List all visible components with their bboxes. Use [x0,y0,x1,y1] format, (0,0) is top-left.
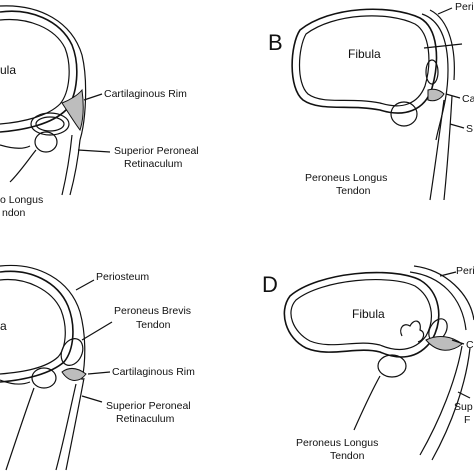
panel-a-cartilaginous-rim [61,88,84,132]
panel-c-brevis-tendon [60,338,84,366]
panel-a-brevis-tendon [30,112,70,136]
panel-b-fibula-inner [298,15,430,107]
panel-b-periosteum-label: Perio [455,1,474,13]
panel-b-leader-ca [445,93,461,99]
panel-d-retinaculum-2 [431,347,471,461]
panel-d-longus-label-1: Peroneus Longus [296,437,378,449]
panel-b-leader-periosteum [437,7,453,15]
panel-d-leader-sup [457,391,471,399]
panel-a-leader-rim [83,93,103,101]
panel-d-periosteum-2 [413,265,474,321]
panel-b-longus-label-1: Peroneus Longus [305,172,387,184]
panel-b-ca-label: Ca [462,93,474,105]
panel-d-leader-periosteum [439,271,457,277]
panel-b-retinaculum-2 [443,95,453,201]
panel-b-brevis-tendon [425,59,439,85]
panel-b-periosteum [421,13,449,141]
panel-d-longus-label-2: Tendon [330,450,365,462]
panel-c-brevis-label-2: Tendon [136,319,171,331]
panel-d-fibula-outer [283,271,440,358]
panel-a-leader-spr [77,149,111,153]
panel-a-spr-label-1: Superior Peroneal [114,145,199,157]
panel-c-leader-brevis [81,321,113,341]
panel-b-periosteum-2 [429,9,455,81]
panel-d-retinaculum [419,345,463,456]
panel-c-longus-tendon [31,367,57,389]
panel-c-brevis-label-1: Peroneus Brevis [114,305,191,317]
panel-b-s-label: S [466,123,473,135]
panel-c-cartilaginous-rim-label: Cartilaginous Rim [112,366,195,378]
panel-c-retinaculum [65,377,85,471]
panel-d-cartilaginous-rim [425,336,463,351]
panel-c-leader-periosteum [75,279,95,291]
panel-c-cartilaginous-rim [61,367,87,381]
panel-b-longus-tendon [390,101,418,127]
panel-c: a Periosteum Peroneus Brevis Tendon Cart… [0,264,195,471]
panel-c-skin-left [0,379,31,385]
panel-a-tendon-stalk [9,149,37,183]
panel-a-fibula-outer [0,10,78,133]
panel-b-leader-s [449,123,465,129]
panel-a-spr-label-2: Retinaculum [124,158,183,170]
panel-c-tendon-stalk [5,387,35,471]
panel-d-periosteum-label: Peri [456,265,474,277]
panel-d-tendon-stalk [353,375,381,431]
panel-a-skin-left [0,144,31,149]
panel-c-retinaculum-2 [55,383,77,471]
panel-a-retinaculum-inner [61,134,73,196]
panel-a-longus-label-2: ndon [2,207,26,219]
panel-d-leader-c [451,339,465,345]
panel-d-fibula-inner [290,279,432,351]
panel-b-letter: B [268,30,283,55]
panel-a-longus-label-1: o Longus [0,194,43,206]
panel-b-fibula-label: Fibula [348,47,381,61]
panel-a-fibula-label: ula [0,63,16,77]
panel-a: ula Cartilaginous Rim Superior Peroneal … [0,5,199,219]
panel-b-longus-label-2: Tendon [336,185,371,197]
panel-d-fibula-label: Fibula [352,307,385,321]
panel-c-leader-rim [87,371,111,375]
panel-a-longus-tendon [34,131,58,153]
panel-c-leader-spr [81,395,103,403]
panel-d: D Peri Fibula C Sup F Peroneus Longus Te… [262,265,474,462]
panel-b-cartilaginous-rim [427,88,445,102]
panel-d-sup-label-1: Sup [454,401,473,413]
panel-a-periosteum [0,5,87,141]
panel-b-leader-brevis [423,43,463,49]
panel-b-retinaculum [429,99,445,201]
panel-c-spr-label-1: Superior Peroneal [106,400,191,412]
panel-a-brevis-tendon-inner [35,116,65,132]
panel-b: B Perio Fibula Ca S Peroneus Longus Tend… [268,1,474,201]
panel-c-fibula-label: a [0,319,7,333]
panel-d-sup-label-2: F [464,414,470,426]
panel-a-cartilaginous-rim-label: Cartilaginous Rim [104,88,187,100]
panel-b-fibula-outer [291,8,438,114]
panel-c-fibula-outer [0,270,74,383]
panel-a-retinaculum [69,139,81,196]
panel-d-letter: D [262,272,278,297]
panel-c-periosteum [0,264,86,381]
panel-c-fibula-inner [0,278,66,375]
panel-c-spr-label-2: Retinaculum [116,413,175,425]
panel-c-periosteum-label: Periosteum [96,271,149,283]
panel-d-longus-tendon [377,354,407,378]
panel-d-c-label: C [466,339,474,351]
panel-d-periosteum [409,271,467,331]
panel-d-bony-ridge [400,320,425,343]
